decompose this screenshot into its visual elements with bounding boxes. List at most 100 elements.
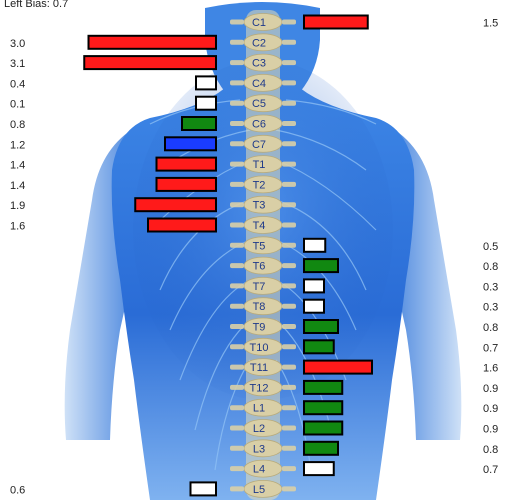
right-value-l2: 0.9 <box>483 424 498 436</box>
left-bar-t4 <box>147 217 217 233</box>
left-value-c3: 3.1 <box>10 58 25 70</box>
vertebra-process-right <box>282 445 296 451</box>
left-value-c2: 3.0 <box>10 38 25 50</box>
vertebra-process-right <box>282 466 296 472</box>
vertebra-label-t11: T11 <box>250 362 268 374</box>
right-value-t7: 0.3 <box>483 281 498 293</box>
left-value-t4: 1.6 <box>10 221 25 233</box>
left-value-c7: 1.2 <box>10 139 25 151</box>
vertebra-process-left <box>230 384 244 390</box>
vertebra-process-right <box>282 263 296 269</box>
vertebra-process-right <box>282 141 296 147</box>
right-value-l3: 0.8 <box>483 444 498 456</box>
right-bar-t6 <box>303 258 339 274</box>
vertebra-label-c1: C1 <box>252 17 266 29</box>
vertebra-label-t1: T1 <box>253 159 266 171</box>
vertebra-process-right <box>282 405 296 411</box>
vertebra-label-t7: T7 <box>253 281 266 293</box>
vertebra-process-right <box>282 303 296 309</box>
vertebra-label-t5: T5 <box>253 240 266 252</box>
vertebra-label-c3: C3 <box>252 58 266 70</box>
vertebra-label-l5: L5 <box>253 484 265 496</box>
vertebra-process-left <box>230 181 244 187</box>
vertebra-process-right <box>282 19 296 25</box>
left-bar-t2 <box>155 176 217 192</box>
right-bar-l2 <box>303 420 344 436</box>
vertebra-process-right <box>282 242 296 248</box>
vertebra-process-left <box>230 121 244 126</box>
vertebra-label-t4: T4 <box>253 220 266 232</box>
vertebra-label-l4: L4 <box>253 464 265 476</box>
left-value-t2: 1.4 <box>10 180 25 192</box>
vertebra-process-right <box>282 364 296 370</box>
right-bar-t5 <box>303 237 327 253</box>
vertebra-label-c4: C4 <box>252 78 266 90</box>
right-value-t6: 0.8 <box>483 261 498 273</box>
right-bar-t10 <box>303 339 335 355</box>
vertebra-process-left <box>230 161 244 167</box>
vertebra-process-left <box>230 364 244 370</box>
vertebra-label-t9: T9 <box>253 322 266 334</box>
vertebra-process-left <box>230 445 244 451</box>
vertebra-process-right <box>282 344 296 350</box>
vertebra-process-right <box>282 324 296 329</box>
right-bar-l4 <box>303 461 335 477</box>
vertebra-process-right <box>282 202 296 208</box>
left-bar-t1 <box>155 156 217 172</box>
right-bar-c1 <box>303 14 369 30</box>
right-value-t11: 1.6 <box>483 363 498 375</box>
vertebra-process-left <box>230 100 244 106</box>
left-bias-value: 0.7 <box>52 0 69 10</box>
vertebra-label-l1: L1 <box>253 403 265 415</box>
left-bar-c3 <box>83 55 217 71</box>
vertebra-process-left <box>230 141 244 147</box>
vertebra-process-right <box>282 222 296 228</box>
right-bar-t9 <box>303 319 339 334</box>
vertebra-process-right <box>282 121 296 126</box>
vertebra-process-left <box>230 242 244 248</box>
vertebra-process-right <box>282 60 296 66</box>
vertebra-process-left <box>230 324 244 329</box>
left-bar-l5 <box>189 481 217 497</box>
left-value-t3: 1.9 <box>10 200 25 212</box>
right-value-t5: 0.5 <box>483 241 498 253</box>
left-bar-c5 <box>195 95 217 111</box>
vertebra-process-left <box>230 425 244 431</box>
vertebra-process-right <box>282 80 296 86</box>
left-value-l5: 0.6 <box>10 484 25 496</box>
right-bar-l1 <box>303 400 344 416</box>
left-bar-c2 <box>87 34 217 50</box>
vertebra-process-left <box>230 80 244 86</box>
left-bar-c7 <box>164 136 217 152</box>
left-bar-c6 <box>181 116 217 131</box>
left-value-c6: 0.8 <box>10 119 25 131</box>
vertebra-process-left <box>230 39 244 45</box>
vertebra-label-t2: T2 <box>253 179 266 191</box>
left-value-c4: 0.4 <box>10 78 25 90</box>
vertebra-process-left <box>230 222 244 228</box>
vertebra-process-left <box>230 466 244 472</box>
vertebra-process-right <box>282 384 296 390</box>
vertebra-process-right <box>282 39 296 45</box>
vertebra-label-t3: T3 <box>253 200 266 212</box>
vertebra-process-left <box>230 405 244 411</box>
vertebra-process-left <box>230 303 244 309</box>
spine-anatomy-illustration: C1C2C3C4C5C6C7T1T2T3T4T5T6T7T8T9T10T11T1… <box>64 2 462 500</box>
right-bar-t8 <box>303 298 325 314</box>
right-value-t12: 0.9 <box>483 383 498 395</box>
left-value-t1: 1.4 <box>10 160 25 172</box>
right-value-l4: 0.7 <box>483 464 498 476</box>
left-bar-t3 <box>134 197 217 213</box>
vertebra-label-t10: T10 <box>250 342 269 354</box>
vertebra-process-left <box>230 283 244 289</box>
vertebra-process-left <box>230 344 244 350</box>
vertebra-process-right <box>282 100 296 106</box>
vertebra-process-left <box>230 263 244 269</box>
vertebra-process-left <box>230 486 244 492</box>
left-bar-c4 <box>195 75 217 91</box>
vertebra-process-right <box>282 425 296 431</box>
vertebra-label-c6: C6 <box>252 119 266 131</box>
right-value-t9: 0.8 <box>483 322 498 334</box>
vertebra-label-l3: L3 <box>253 443 265 455</box>
